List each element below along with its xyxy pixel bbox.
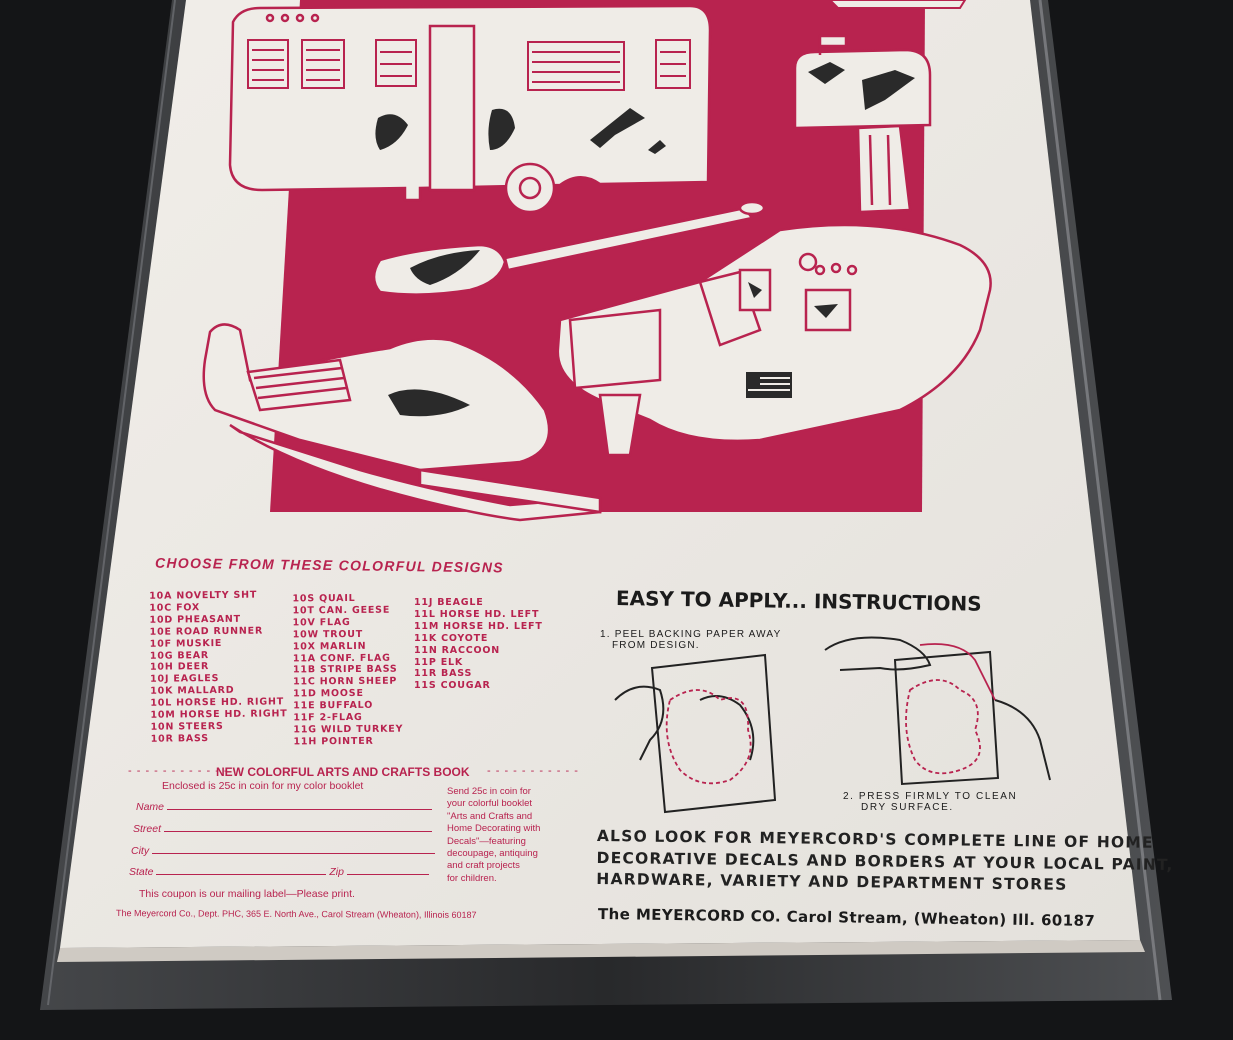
mailbox-decals — [808, 62, 915, 110]
design-item: 11S COUGAR — [414, 680, 491, 692]
coupon-side-line: for children. — [447, 872, 497, 884]
boat-illustration — [556, 223, 992, 457]
design-item: 10W TROUT — [292, 628, 364, 641]
trailer-decals — [375, 108, 666, 154]
name-label: Name — [136, 801, 165, 813]
design-item: 11D MOOSE — [293, 688, 364, 700]
step-1-text: 1. PEEL BACKING PAPER AWAY FROM DESIGN. — [600, 629, 781, 651]
step-2-text: 2. PRESS FIRMLY TO CLEAN DRY SURFACE. — [843, 791, 1017, 813]
design-item: 11A CONF. FLAG — [292, 652, 391, 664]
coupon-title: NEW COLORFUL ARTS AND CRAFTS BOOK — [216, 765, 470, 779]
design-item: 11B STRIPE BASS — [292, 664, 398, 676]
step-2-line-2: DRY SURFACE. — [861, 802, 954, 813]
design-item: 11E BUFFALO — [293, 699, 374, 712]
city-label: City — [131, 845, 150, 857]
street-label: Street — [133, 823, 162, 835]
design-item: 10S QUAIL — [292, 592, 356, 605]
coupon-side-line: and craft projects — [447, 860, 520, 872]
design-item: 11M HORSE HD. LEFT — [414, 620, 543, 632]
paddle-fish-decal — [410, 250, 480, 285]
trailer-illustration — [228, 4, 712, 214]
snowmobile-illustration — [202, 323, 602, 522]
design-item: 10X MARLIN — [292, 640, 367, 653]
design-item: 11G WILD TURKEY — [293, 723, 404, 736]
design-item: 11H POINTER — [293, 735, 374, 748]
coupon-state-zip-field: State Zip — [129, 866, 429, 878]
zip-label: Zip — [329, 866, 344, 878]
design-item: 10T CAN. GEESE — [292, 604, 391, 617]
flag-stripes — [748, 377, 790, 391]
coupon-dashes-left: - - - - - - - - - - - - — [128, 765, 229, 777]
design-item: 11J BEAGLE — [414, 597, 484, 608]
coupon-name-field: Name — [136, 801, 432, 813]
step-1-line-2: FROM DESIGN. — [612, 640, 700, 651]
design-item: 11N RACCOON — [414, 644, 500, 656]
also-look-paragraph: ALSO LOOK FOR MEYERCORD'S COMPLETE LINE … — [596, 826, 1174, 898]
coupon-side-line: "Arts and Crafts and — [447, 810, 533, 822]
coupon-street-field: Street — [133, 823, 432, 835]
coupon-dashes-right: - - - - - - - - - - - — [487, 765, 579, 777]
coupon-mailing-label: This coupon is our mailing label—Please … — [139, 888, 355, 900]
snowmobile-decal — [388, 389, 470, 417]
design-item: 10V FLAG — [292, 616, 351, 629]
coupon-side-line: Send 25c in coin for — [447, 786, 531, 797]
design-item: 11L HORSE HD. LEFT — [414, 608, 540, 620]
coupon-side-line: decoupage, antiquing — [447, 848, 538, 860]
coupon-city-field: City — [131, 845, 436, 857]
step-1-line-1: 1. PEEL BACKING PAPER AWAY — [600, 629, 782, 640]
company-address-small: The Meyercord Co., Dept. PHC, 365 E. Nor… — [115, 908, 477, 920]
step-2-line-1: 2. PRESS FIRMLY TO CLEAN — [843, 791, 1018, 802]
design-item: 11F 2-FLAG — [293, 711, 363, 724]
state-label: State — [129, 866, 154, 878]
design-item: 11P ELK — [414, 656, 463, 668]
design-item: 11C HORN SHEEP — [293, 676, 398, 688]
design-item: 11R BASS — [414, 668, 473, 680]
coupon-enclosed: Enclosed is 25c in coin for my color boo… — [162, 780, 364, 792]
design-item: 11K COYOTE — [414, 632, 489, 644]
design-item: 10R BASS — [150, 732, 209, 745]
coupon-side-line: your colorful booklet — [447, 798, 533, 810]
coupon-side-line: Decals"—featuring — [447, 835, 526, 847]
coupon-side-line: Home Decorating with — [447, 823, 541, 835]
design-item: 10M HORSE HD. RIGHT — [150, 708, 288, 721]
